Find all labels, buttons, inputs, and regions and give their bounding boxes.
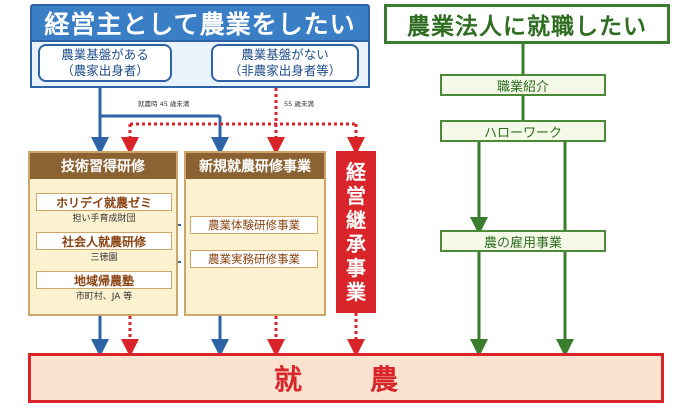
farm-employment-box: 農の雇用事業 bbox=[440, 230, 606, 252]
succession-char: 事 bbox=[346, 256, 366, 280]
without-farm-base-box: 農業基盤がない （非農家出身者等） bbox=[211, 44, 359, 82]
blue-flow bbox=[91, 82, 229, 357]
without-farm-base-line1: 農業基盤がない bbox=[241, 47, 329, 62]
red-flow bbox=[121, 82, 365, 357]
experience-training-item: 農業体験研修事業 bbox=[190, 216, 318, 234]
age-note-with-base: 就農時 45 歳未満 bbox=[138, 100, 190, 108]
without-farm-base-line2: （非農家出身者等） bbox=[228, 63, 342, 78]
farming-result-box: 就 農 bbox=[28, 353, 664, 403]
left-group-title: 経営主として農業をしたい bbox=[30, 4, 370, 42]
right-group-title: 農業法人に就職したい bbox=[384, 4, 670, 44]
holiday-seminar-org: 担い手育成財団 bbox=[72, 214, 136, 224]
new-training-title: 新規就農研修事業 bbox=[186, 153, 324, 179]
succession-char: 経 bbox=[346, 160, 366, 184]
succession-char: 継 bbox=[346, 208, 366, 232]
farming-result-label: 就 農 bbox=[273, 363, 418, 396]
practical-training-item: 農業実務研修事業 bbox=[190, 250, 318, 268]
adult-training-org: 三徳園 bbox=[90, 253, 118, 263]
holiday-seminar-item: ホリデイ就農ゼミ bbox=[36, 193, 172, 211]
succession-char: 承 bbox=[346, 232, 366, 256]
hello-work-box: ハローワーク bbox=[440, 120, 606, 142]
regional-school-org: 市町村、JA 等 bbox=[75, 292, 133, 302]
job-introduction-box: 職業紹介 bbox=[440, 74, 606, 96]
succession-box: 経 営 継 承 事 業 bbox=[336, 151, 376, 313]
succession-char: 営 bbox=[346, 184, 366, 208]
with-farm-base-line2: （農家出身者） bbox=[61, 63, 149, 78]
adult-training-item: 社会人就農研修 bbox=[36, 232, 172, 250]
with-farm-base-line1: 農業基盤がある bbox=[61, 47, 149, 62]
succession-char: 業 bbox=[346, 280, 366, 304]
age-note-without-base: 55 歳未満 bbox=[284, 100, 314, 108]
tech-training-title: 技術習得研修 bbox=[30, 153, 176, 179]
with-farm-base-box: 農業基盤がある （農家出身者） bbox=[38, 44, 172, 82]
regional-school-item: 地域帰農塾 bbox=[36, 271, 172, 289]
